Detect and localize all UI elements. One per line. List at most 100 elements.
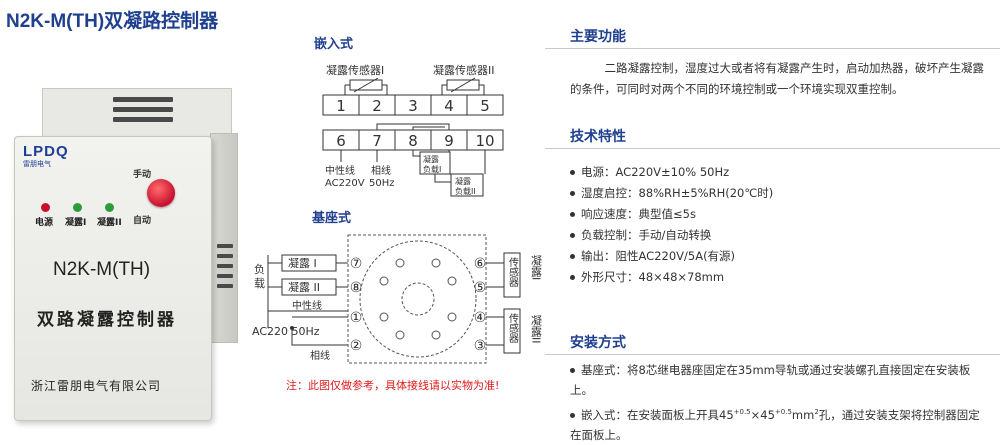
side-label-2: 凝露II [530,314,543,344]
wire [441,84,447,95]
device-top [42,88,232,140]
functions-heading: 主要功能 [570,29,626,45]
terminal-10: 10 [475,132,494,150]
install-heading: 安装方式 [570,335,626,351]
load2-box [450,173,484,197]
device-photo: LPDQ 雷朋电气 电源 凝露I 凝露II 手动 自动 N2K-M(TH) 双路… [14,88,239,423]
ac-label: AC220V [325,178,365,189]
load-label-2: 载 [254,277,265,290]
wire [479,84,485,95]
cond1-label: 凝露 I [288,256,317,270]
wire [434,174,451,183]
spec-item: 湿度启控：88%RH±5%RH(20℃时) [570,185,773,201]
terminal-4: 4 [444,97,454,115]
mode-knob[interactable] [147,179,175,207]
base-neutral-label: 中性线 [292,299,322,312]
wire [382,84,388,95]
power-led [41,203,50,212]
vent [217,254,233,258]
divider [545,148,1000,149]
manual-label: 手动 [133,170,152,180]
led-label-cond1: 凝露I [65,218,87,228]
vent [113,117,173,122]
embedded-diagram: 凝露传感器I 凝露传感器II 1 2 3 4 5 6 7 8 9 10 中性线 [322,63,504,197]
device-side [210,133,238,343]
vent [113,97,173,102]
sensor1-box [503,252,521,298]
pin-8: ⑧ [350,280,363,296]
device-model: N2K-M(TH) [53,259,151,280]
terminal-7: 7 [372,132,382,150]
terminal-6: 6 [336,132,346,150]
embedded-heading: 嵌入式 [314,37,354,52]
auto-label: 自动 [133,216,152,226]
install-base: 基座式：将8芯继电器座固定在35mm导轨或通过安装螺孔直接固定在安装板上。 [570,363,971,397]
vent [217,244,233,248]
load1-label-a: 凝露 [423,154,439,164]
top-terminal-block [322,94,504,116]
brand-logo: LPDQ [23,143,69,160]
pin-6: ⑥ [474,256,487,272]
load1-label-b: 负载I [423,164,441,174]
terminal-2: 2 [372,97,382,115]
freq-label: 50Hz [369,178,395,189]
led-label-power: 电源 [35,218,54,228]
device-name: 双路凝露控制器 [37,310,177,330]
page-title: N2K-M(TH)双凝路控制器 [6,11,219,32]
brand-logo-sub: 雷朋电气 [23,160,51,168]
pin-4: ④ [474,310,487,326]
jumper-wire [412,126,445,130]
led-label-cond2: 凝露II [97,218,122,228]
sensor1-text: 传感器 [507,257,519,288]
vent [113,107,173,112]
divider [545,48,1000,49]
spec-item: 响应速度：典型值≤5s [570,206,696,222]
pin-5: ⑤ [474,280,487,296]
sensor2-text: 传感器 [507,313,519,344]
vent [217,284,233,288]
divider [545,354,1000,355]
spec-item: 外形尺寸：48×48×78mm [570,269,724,285]
socket-outline [347,234,487,364]
spec-item: 负载控制：手动/自动转换 [570,227,711,243]
terminal-3: 3 [408,97,418,115]
terminal-8: 8 [408,132,418,150]
load-label-1: 负 [254,262,265,276]
install-embedded: 嵌入式：在安装面板上开具45+0.5×45+0.5mm2孔，通过安装支架将控制器… [570,407,980,442]
vent [217,264,233,268]
company-name: 浙江雷朋电气有限公司 [31,379,162,393]
socket-ring [359,240,477,358]
functions-text: 二路凝露控制，湿度过大或者将有凝露产生时，启动加热器，破坏产生凝露的条件，可同时… [570,61,984,96]
neutral-label: 中性线 [325,164,355,177]
vent [217,274,233,278]
base-phase-label: 相线 [310,349,330,362]
specs-heading: 技术特性 [570,129,626,145]
sensor2-arrow [450,77,476,93]
pin-3: ③ [474,338,487,354]
load2-label-a: 凝露 [455,176,471,186]
sensor1-arrow [353,77,379,93]
socket-center [401,282,435,316]
sensor2-box [503,308,521,354]
side-label-1: 凝露I [530,254,543,281]
spec-item: 电源：AC220V±10% 50Hz [570,164,729,180]
terminal-9: 9 [444,132,454,150]
jumper-wire [376,123,450,130]
pin-2: ② [350,338,363,354]
device-front: LPDQ 雷朋电气 电源 凝露I 凝露II 手动 自动 N2K-M(TH) 双路… [14,136,212,421]
wiring-note: 注：此图仅做参考，具体接线请以实物为准! [286,379,500,392]
pin-7: ⑦ [350,256,363,272]
cond1-led [73,203,82,212]
terminal-5: 5 [480,97,490,115]
spec-item: 输出：阻性AC220V/5A(有源) [570,248,735,264]
terminal-1: 1 [336,97,346,115]
pin-1: ① [350,310,363,326]
load2-label-b: 负载II [455,186,476,196]
cond2-led [105,203,114,212]
sensor1-label: 凝露传感器I [326,63,384,77]
base-heading: 基座式 [312,211,352,226]
cond2-label: 凝露 II [288,280,320,294]
wire [412,150,420,157]
base-diagram: 负 载 凝露 I 凝露 II 中性线 AC220 50Hz 相线 ⑦ ⑧ ① ②… [252,234,543,364]
base-ac-label: AC220 50Hz [252,325,320,338]
